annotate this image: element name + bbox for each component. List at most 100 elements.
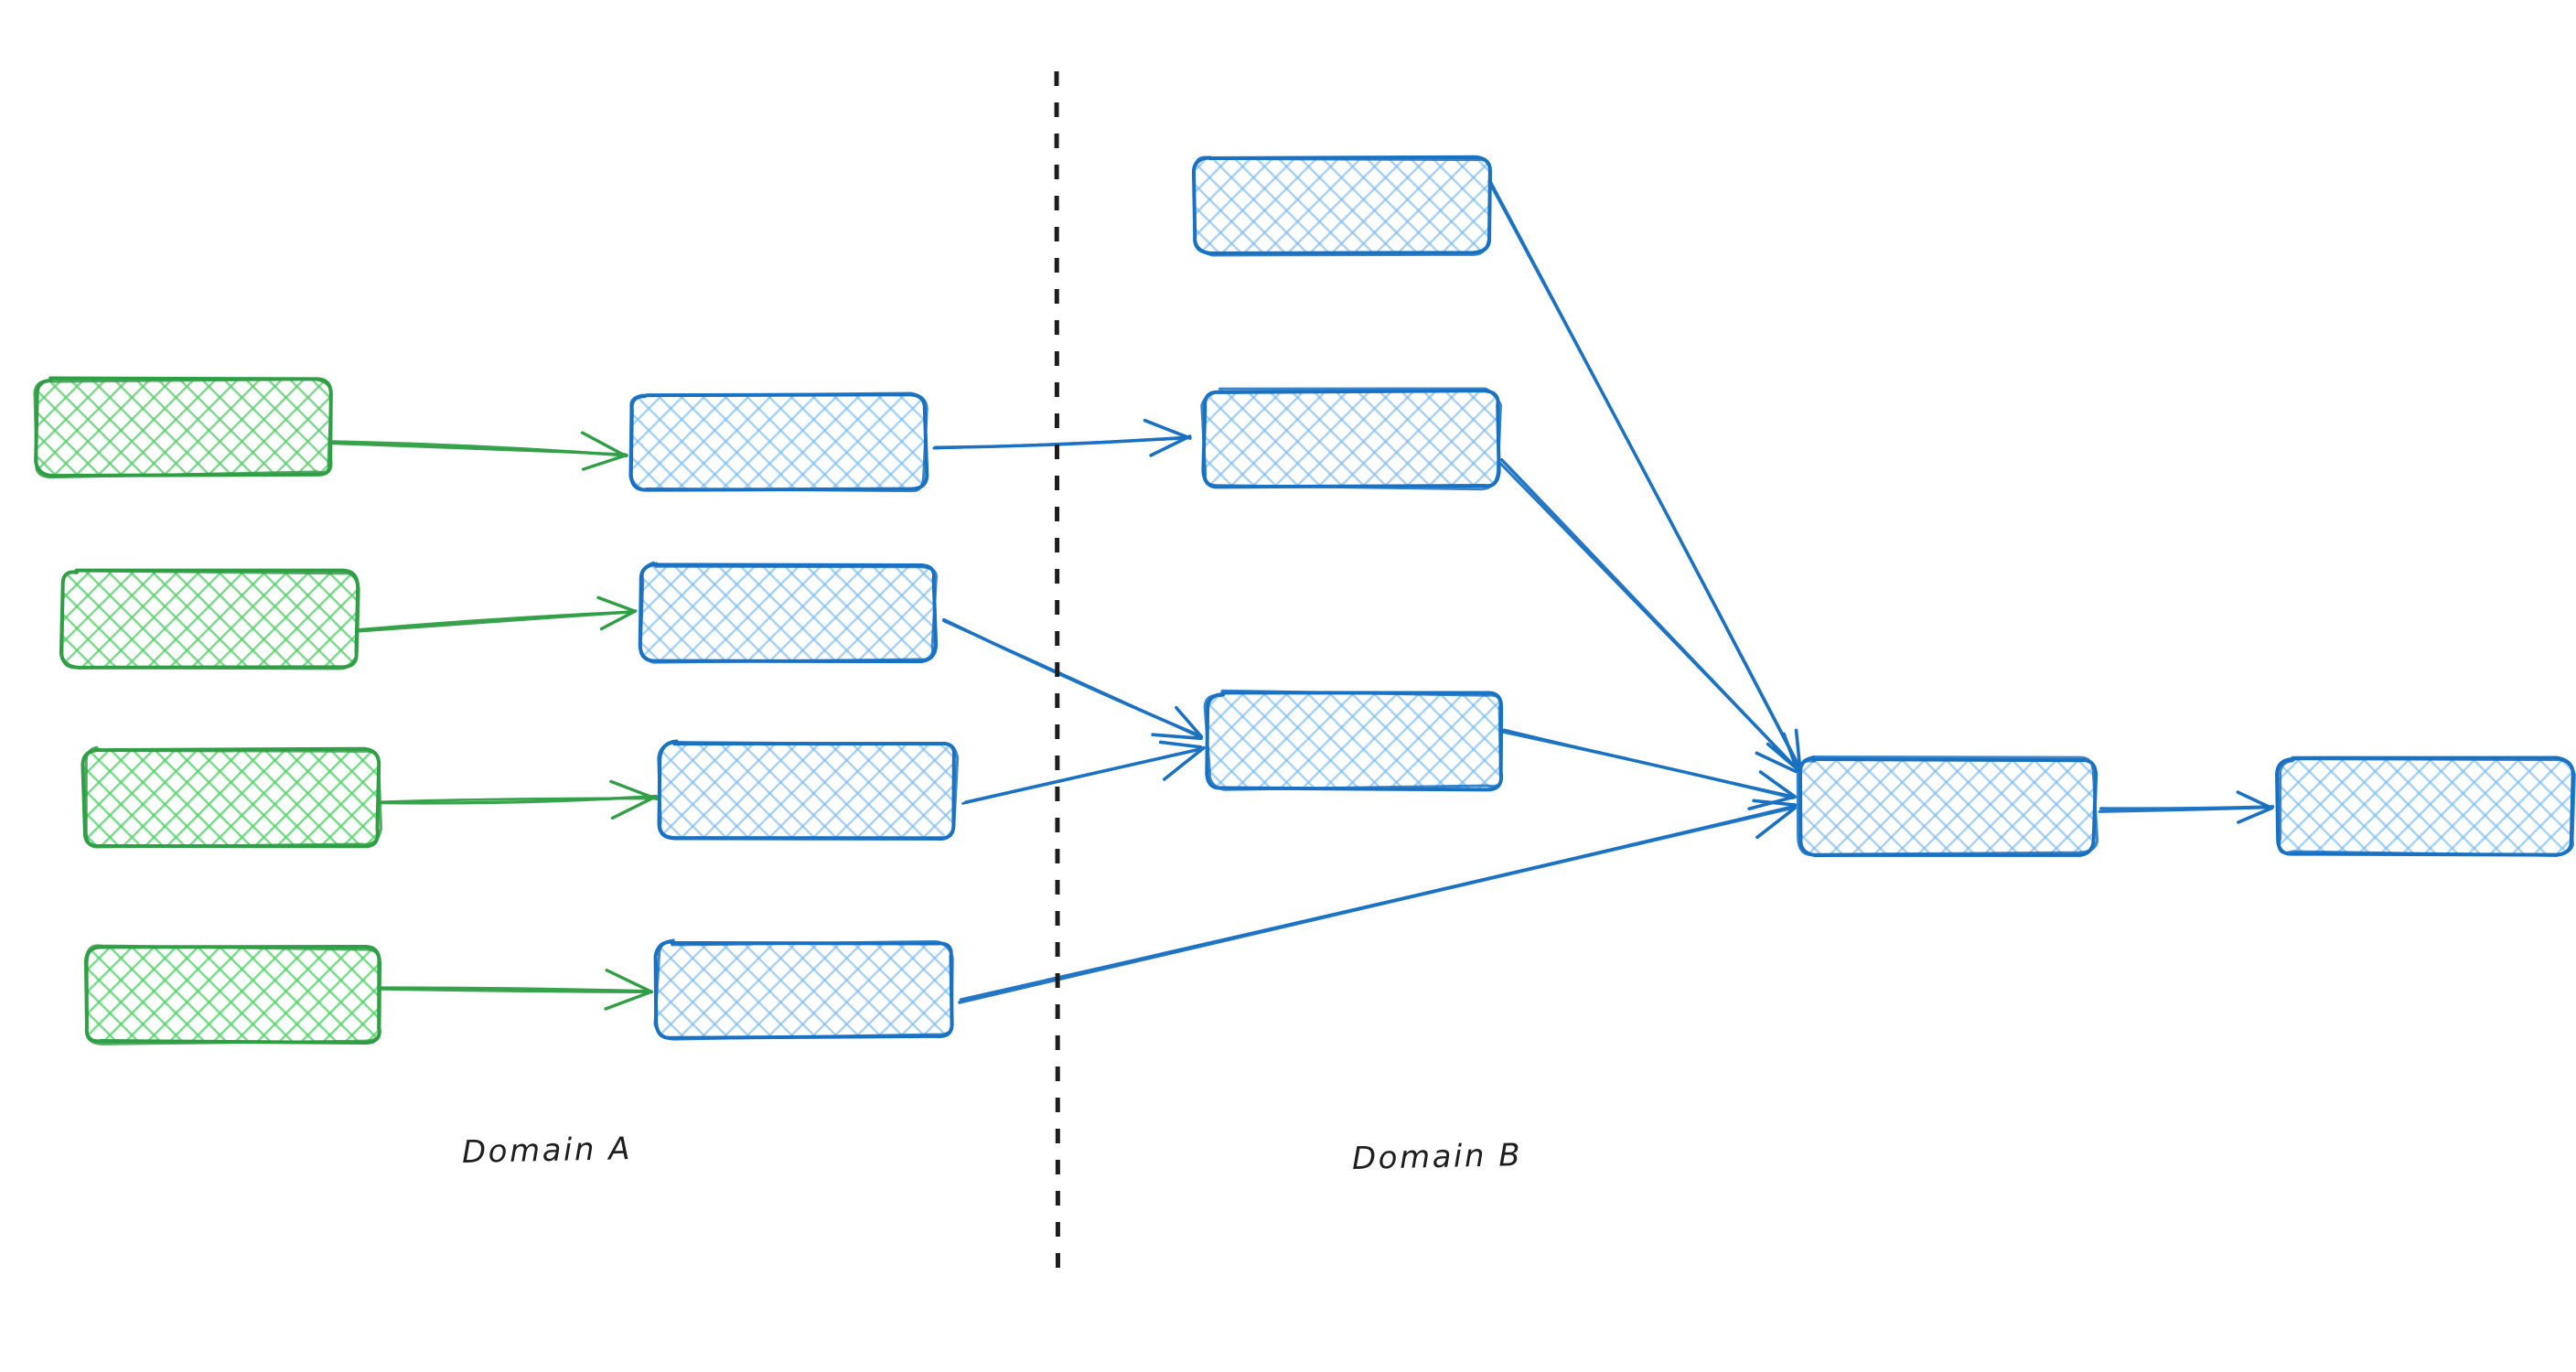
arrow-head (581, 431, 628, 471)
edge-stroke (329, 442, 628, 456)
domain-divider-line (1054, 70, 1060, 1281)
arrow-head (2236, 790, 2274, 824)
node-a2[interactable] (59, 568, 360, 670)
node-outline (1200, 387, 1502, 491)
node-b3[interactable] (657, 739, 960, 841)
arrow-head (609, 779, 659, 820)
arrow-head-barb (610, 794, 658, 820)
node-fill (86, 947, 381, 1042)
arrow-head-barb (1755, 806, 1797, 840)
arrow-head (1143, 418, 1192, 457)
node-b2[interactable] (638, 561, 939, 664)
node-fill (1800, 759, 2095, 854)
edge-stroke (1498, 461, 1799, 772)
node-fill (660, 743, 955, 838)
domain-a-label: Domain A (461, 1131, 633, 1171)
divider-layer (1054, 70, 1060, 1281)
nodes-layer (33, 155, 2576, 1045)
edge-c1-d1[interactable] (1487, 179, 1802, 771)
edge-d1-e1[interactable] (2098, 790, 2275, 824)
edge-a4-b4[interactable] (378, 969, 654, 1011)
node-fill (1204, 391, 1498, 487)
edge-b2-c3[interactable] (942, 617, 1204, 741)
node-outline (1192, 155, 1492, 257)
edge-b3-c3[interactable] (961, 740, 1206, 805)
node-outline (84, 745, 382, 849)
arrow-head (604, 969, 654, 1011)
arrow-head (1158, 740, 1206, 781)
node-c1[interactable] (1191, 155, 1492, 257)
node-outline (653, 938, 954, 1041)
node-fill (1208, 693, 1502, 788)
arrow-head-barb (599, 609, 638, 631)
arrow-head-barb (604, 990, 654, 1011)
arrow-head-barb (1175, 705, 1203, 738)
arrow-head (1755, 732, 1799, 774)
arrow-head-barb (1151, 733, 1203, 741)
edge-stroke (932, 436, 1190, 450)
node-c3[interactable] (1203, 689, 1504, 792)
arrow-head-barb (1747, 795, 1797, 811)
arrow-head-barb (609, 779, 659, 801)
arrow-head-barb (2236, 790, 2273, 810)
edge-a2-b2[interactable] (354, 595, 638, 633)
domain-b-label: Domain B (1351, 1137, 1523, 1177)
edge-b4-d1[interactable] (958, 799, 1798, 1004)
node-outline (60, 569, 360, 670)
arrow-head-barb (581, 431, 628, 458)
node-fill (657, 942, 951, 1037)
edge-b1-c2[interactable] (932, 418, 1192, 457)
arrow-head (596, 595, 638, 631)
node-fill (631, 395, 926, 490)
arrow-head-barb (581, 453, 628, 471)
edge-stroke (959, 804, 1798, 1002)
arrow-head-barb (1143, 418, 1192, 440)
edge-a3-b3[interactable] (376, 779, 659, 820)
node-e1[interactable] (2275, 756, 2576, 857)
edge-stroke (354, 610, 637, 631)
arrow-head-barb (1758, 770, 1796, 799)
edge-a1-b1[interactable] (329, 431, 628, 471)
edge-stroke (376, 797, 657, 804)
arrow-head-barb (1149, 434, 1192, 457)
node-outline (1796, 756, 2099, 856)
edge-stroke (378, 987, 652, 994)
node-c2[interactable] (1200, 387, 1502, 491)
edge-stroke (1489, 180, 1801, 770)
node-b4[interactable] (653, 938, 954, 1041)
edge-c3-d1[interactable] (1501, 728, 1798, 811)
edges-layer (329, 179, 2275, 1011)
edge-stroke (2098, 806, 2273, 813)
node-d1[interactable] (1796, 756, 2099, 857)
arrow-head-barb (605, 969, 654, 994)
node-outline (657, 741, 960, 840)
arrow-head-barb (596, 595, 636, 613)
node-a3[interactable] (80, 745, 382, 849)
node-outline (2277, 757, 2576, 857)
edge-c2-d1[interactable] (1498, 458, 1799, 774)
edge-stroke (942, 619, 1204, 740)
arrow-head-barb (1162, 745, 1206, 781)
arrow-head (1747, 770, 1797, 811)
arrow-head (1151, 705, 1203, 741)
arrow-head-barb (1158, 740, 1203, 749)
node-fill (1195, 157, 1489, 252)
node-b1[interactable] (628, 391, 929, 493)
node-outline (628, 391, 928, 493)
arrow-head-barb (2237, 806, 2274, 824)
edge-stroke (961, 747, 1203, 805)
arrow-head-barb (1794, 728, 1802, 770)
node-outline (1203, 689, 1503, 791)
edge-stroke (381, 986, 652, 992)
node-a4[interactable] (83, 944, 381, 1045)
node-a1[interactable] (33, 376, 333, 479)
node-fill (37, 380, 331, 475)
node-outline (83, 944, 381, 1045)
node-outline (33, 378, 333, 479)
node-fill (640, 565, 935, 660)
node-outline (639, 561, 938, 664)
arrow-head-barb (1782, 732, 1799, 772)
arrow-head-barb (1755, 751, 1798, 774)
